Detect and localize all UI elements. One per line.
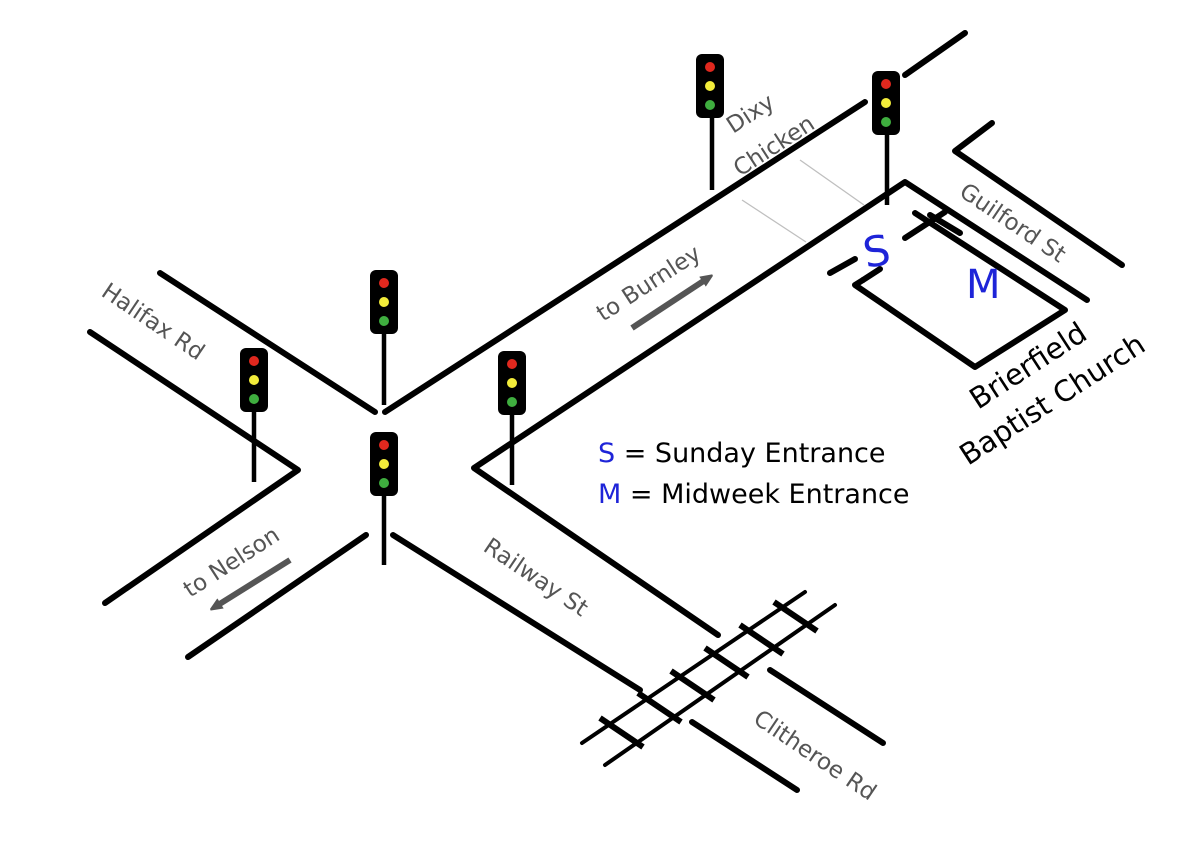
traffic-light-icon xyxy=(872,71,900,205)
pedestrian-crossing xyxy=(741,159,865,243)
legend-midweek-letter: M xyxy=(598,479,621,510)
legend-sunday: S = Sunday Entrance xyxy=(598,438,886,469)
traffic-lights xyxy=(240,54,900,565)
traffic-light-icon xyxy=(240,348,268,482)
legend-midweek: M = Midweek Entrance xyxy=(598,479,910,510)
traffic-light-icon xyxy=(696,54,724,190)
main-road-north-edge xyxy=(382,99,868,415)
traffic-light-icon xyxy=(498,351,526,485)
sunday-entrance-marker: S xyxy=(859,225,894,278)
direction-arrows xyxy=(218,280,705,605)
nelson-road-south-edge xyxy=(185,532,369,660)
clitheroe-rd-east-edge xyxy=(767,667,886,746)
dixy-chicken-label-line1: Dixy xyxy=(722,89,779,139)
midweek-entrance-marker: M xyxy=(966,262,1001,308)
traffic-light-icon xyxy=(370,432,398,565)
clitheroe-rd-west-edge xyxy=(689,719,800,793)
main-road-north-edge-far xyxy=(902,30,968,78)
to-nelson-label: to Nelson xyxy=(179,522,284,603)
railway-st-label: Railway St xyxy=(479,533,593,622)
railway-st-west-edge xyxy=(390,532,643,693)
traffic-light-icon xyxy=(370,270,398,405)
legend-midweek-text: = Midweek Entrance xyxy=(621,479,909,510)
direction-arrow-icon xyxy=(218,557,292,605)
legend: S = Sunday Entrance M = Midweek Entrance xyxy=(598,438,910,510)
church-building xyxy=(827,209,1068,370)
roads xyxy=(87,30,1125,793)
legend-sunday-text: = Sunday Entrance xyxy=(615,438,885,469)
railway-track-icon xyxy=(580,590,837,767)
main-road-south-edge xyxy=(471,179,1090,638)
halifax-rd-south-edge xyxy=(87,329,301,606)
guilford-st-north-edge xyxy=(952,120,1125,268)
clitheroe-rd-label: Clitheroe Rd xyxy=(749,705,881,806)
legend-sunday-letter: S xyxy=(598,438,615,469)
direction-arrow-icon xyxy=(630,280,705,331)
halifax-rd-north-edge xyxy=(157,270,378,415)
